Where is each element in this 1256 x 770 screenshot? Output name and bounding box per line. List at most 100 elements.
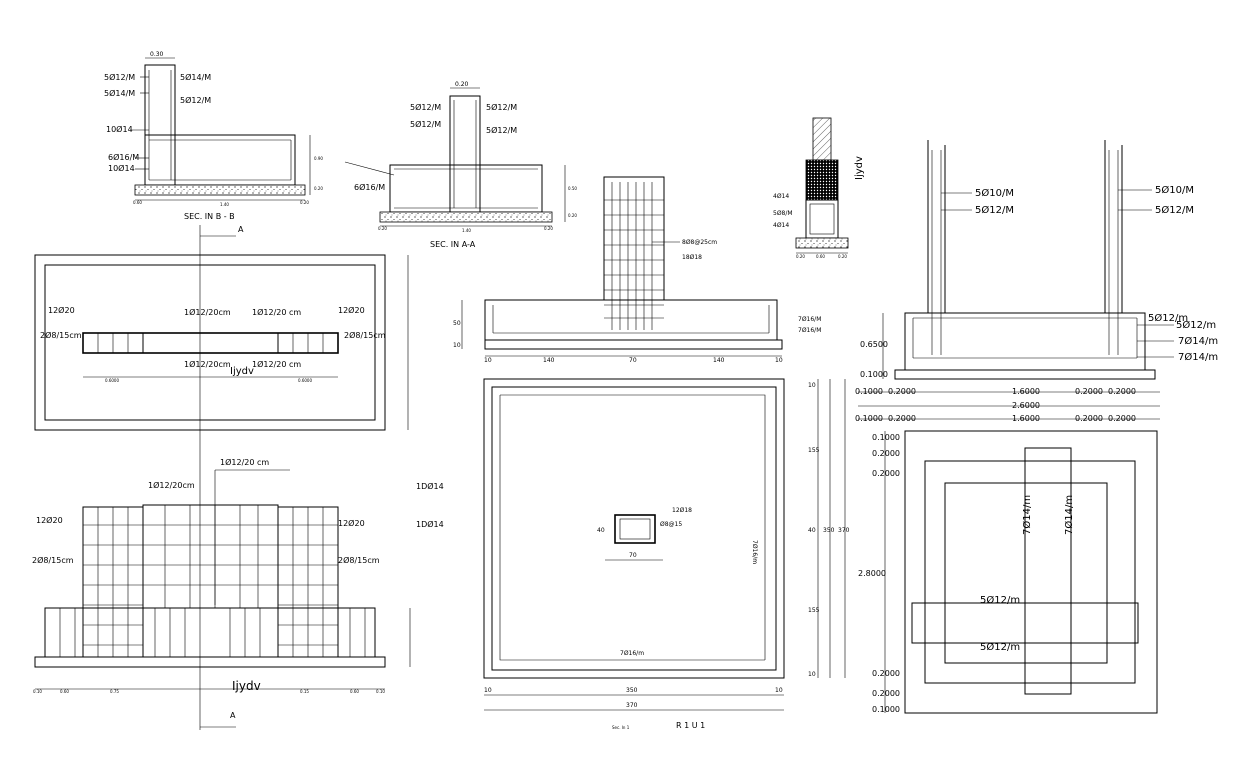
footing-plan-dim: 10 — [775, 687, 783, 694]
footing-plan-dim: 350 — [626, 687, 638, 694]
bb-dim-bottom: 0.60 — [133, 200, 142, 205]
wall-row2-dim: 1.6000 — [1012, 414, 1040, 423]
footing-plan-dim-right: 10 — [808, 382, 816, 389]
footing-elev-dim: 140 — [713, 357, 725, 364]
aa-label: 5Ø12/M — [410, 119, 441, 129]
raft-label: 7Ø14/m — [1063, 495, 1075, 535]
plan-label: 12Ø20 — [338, 305, 365, 315]
small-label: 4Ø14 — [773, 193, 789, 200]
raft-left-dim: 0.2000 — [872, 469, 900, 478]
wall-label: 5Ø12/m — [1148, 312, 1188, 324]
wall-row-total: 2.6000 — [1012, 401, 1040, 410]
footing-elev-dim: 10 — [484, 357, 492, 364]
raft-label: 7Ø14/m — [1021, 495, 1033, 535]
small-vert-label: Ijydv — [854, 156, 865, 180]
wall-label: 5Ø10/M — [975, 187, 1014, 199]
footing-plan-dim-total: 370 — [626, 702, 638, 709]
wall-section: 5Ø10/M 5Ø12/M 5Ø10/M 5Ø12/M 5Ø12/m 5Ø12/… — [855, 140, 1218, 423]
footing-plan: 12Ø18 Ø8@15 7Ø16/m 7Ø16/m 70 40 10 350 1… — [483, 378, 850, 730]
plan-label: 2Ø8/15cm — [40, 330, 82, 340]
footing-plan-col-h: 40 — [597, 527, 605, 534]
raft-left-dim: 0.2000 — [872, 689, 900, 698]
wall-label: 7Ø14/m — [1178, 335, 1218, 347]
footing-plan-caption: Sec. In 1 — [612, 725, 630, 730]
small-label: 4Ø14 — [773, 222, 789, 229]
elev-label: 1DØ14 — [416, 519, 444, 529]
footing-plan-dim-right-mid: 350 — [823, 527, 835, 534]
plan-label: 2Ø8/15cm — [344, 330, 386, 340]
elev-dim: 0.60 — [60, 689, 69, 694]
footing-plan-label: Ø8@15 — [660, 521, 682, 528]
footing-plan-label: 7Ø16/m — [620, 650, 644, 657]
elev-label: 1Ø12/20 cm — [220, 457, 269, 467]
elev-dim: 0.10 — [376, 689, 385, 694]
wall-row1-dim: 1.6000 — [1012, 387, 1040, 396]
wall-row2-dim: 0.2000 — [1108, 414, 1136, 423]
aa-dim-bottom: 0.20 — [378, 226, 387, 231]
elev-label: 1DØ14 — [416, 481, 444, 491]
footing-plan-caption: R 1 U 1 — [676, 721, 705, 730]
plan-view: A 12Ø20 2Ø8/15cm 1Ø12/20cm 1Ø12/20 cm 1Ø… — [34, 225, 409, 730]
elev-label: 12Ø20 — [36, 515, 63, 525]
elev-dim: 0.15 — [300, 689, 309, 694]
elev-label: 2Ø8/15cm — [32, 555, 74, 565]
aa-dim-bottom: 1.40 — [462, 228, 471, 233]
elevation-view: 1Ø12/20 cm 1Ø12/20cm 12Ø20 2Ø8/15cm 12Ø2… — [32, 457, 444, 728]
wall-row2-dim: 0.1000 — [855, 414, 883, 423]
footing-plan-dim-right-total: 370 — [838, 527, 850, 534]
raft-left-dim: 0.2000 — [872, 449, 900, 458]
section-aa: 0.20 5Ø12/M 5Ø12/M 6Ø16/M 5Ø12/M 5Ø12/M … — [344, 81, 577, 249]
footing-elev-dim: 70 — [629, 357, 637, 364]
footing-elev-grid — [604, 182, 664, 330]
footing-plan-dim-right: 40 — [808, 527, 816, 534]
bb-dim-top: 0.30 — [150, 51, 164, 58]
bb-label: 6Ø16/M — [108, 152, 139, 162]
aa-dim-bottom: 0.20 — [544, 226, 553, 231]
footing-elev-dim: 10 — [775, 357, 783, 364]
footing-elev-label: 7Ø16/M — [798, 316, 821, 323]
plan-marker-a: A — [238, 225, 244, 234]
plan-label: 1Ø12/20 cm — [252, 359, 301, 369]
small-dim: 0.60 — [816, 254, 825, 259]
footing-elev-label: 18Ø18 — [682, 254, 702, 261]
elev-label: 12Ø20 — [338, 518, 365, 528]
aa-dim-top: 0.20 — [455, 81, 469, 88]
footing-elev-side-dim: 10 — [453, 342, 461, 349]
footing-elevation: 8Ø8@25cm 18Ø18 7Ø16/M 7Ø16/M 10 140 70 1… — [453, 176, 821, 364]
bb-dim-side: 0.20 — [314, 186, 323, 191]
wall-row1-dim: 0.1000 — [855, 387, 883, 396]
elev-dim: 0.10 — [33, 689, 42, 694]
footing-plan-dim-right: 10 — [808, 671, 816, 678]
elev-dim: 0.60 — [350, 689, 359, 694]
wall-label: 5Ø12/M — [975, 204, 1014, 216]
plan-label: 1Ø12/20 cm — [252, 307, 301, 317]
bb-dim-side: 0.90 — [314, 156, 323, 161]
plan-dim: 0.6000 — [298, 378, 312, 383]
plan-label: 12Ø20 — [48, 305, 75, 315]
footing-plan-dim-right: 155 — [808, 447, 820, 454]
aa-dim-side: 0.20 — [568, 213, 577, 218]
bb-label-right: 5Ø14/M — [180, 72, 211, 82]
raft-left-dim: 0.1000 — [872, 433, 900, 442]
footing-plan-dim: 10 — [484, 687, 492, 694]
aa-label: 5Ø12/M — [410, 102, 441, 112]
raft-label: 5Ø12/m — [980, 594, 1020, 606]
wall-row1-dim: 0.2000 — [1108, 387, 1136, 396]
wall-row2-dim: 0.2000 — [1075, 414, 1103, 423]
aa-label: 6Ø16/M — [354, 182, 385, 192]
footing-plan-label: 7Ø16/m — [751, 540, 758, 564]
elev-center-label: Ijydv — [232, 679, 261, 693]
wall-row1-dim: 0.2000 — [1075, 387, 1103, 396]
raft-left-dim: 0.1000 — [872, 705, 900, 714]
footing-elev-label: 8Ø8@25cm — [682, 239, 717, 246]
aa-title: SEC. IN A-A — [430, 240, 476, 249]
wall-row2-dim: 0.2000 — [888, 414, 916, 423]
small-dim: 0.20 — [838, 254, 847, 259]
footing-elev-side-dim: 50 — [453, 320, 461, 327]
raft-left-dim: 0.2000 — [872, 669, 900, 678]
wall-label: 5Ø12/m — [1176, 319, 1216, 331]
raft-plan: 7Ø14/m 7Ø14/m 5Ø12/m 5Ø12/m 0.1000 0.200… — [858, 430, 1158, 714]
raft-left-dim: 2.8000 — [858, 569, 886, 578]
footing-plan-label: 12Ø18 — [672, 507, 692, 514]
